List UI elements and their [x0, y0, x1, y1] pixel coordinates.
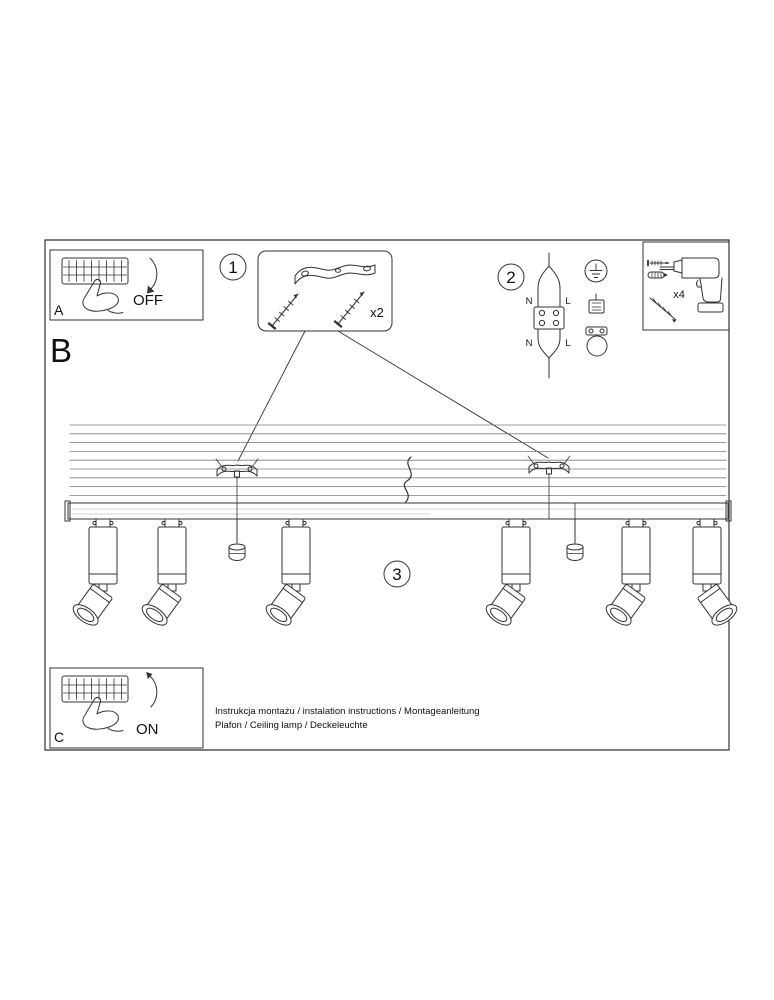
spotlight-icon: [602, 518, 651, 630]
panel-c-label: C: [54, 729, 64, 745]
sheet-border: [44, 239, 730, 751]
ceiling-bracket-icon: [215, 458, 259, 478]
flick-arrow-icon: [146, 672, 158, 708]
step2-number: 2: [506, 268, 515, 287]
earth-ground-icon: [584, 259, 608, 283]
switch-on-label: ON: [136, 721, 159, 738]
panel-a-label: A: [54, 302, 64, 318]
pointer-line-right: [337, 330, 549, 459]
switch-panel-icon: [61, 675, 129, 732]
step2-group: 2 N L N L: [497, 252, 608, 379]
drill-icon: [659, 257, 724, 313]
ceiling-bracket-icon: [527, 455, 571, 475]
tools-box: x4: [642, 241, 730, 331]
step1-circle: [219, 253, 247, 281]
wire-label-n-top: N: [526, 296, 533, 307]
switch-panel-icon: [61, 257, 129, 314]
step1-group: 1 x2: [219, 250, 549, 462]
wire-label-n-bottom: N: [526, 338, 533, 349]
step1-box: [257, 250, 393, 332]
step1-number: 1: [228, 258, 237, 277]
footer-line2: Plafon / Ceiling lamp / Deckeleuchte: [215, 720, 368, 731]
step3-circle: [383, 560, 411, 588]
spotlight-icon: [262, 518, 311, 630]
wall-plug-icon: [647, 271, 665, 279]
wire-label-l-top: L: [565, 296, 570, 307]
footer-line1: Instrukcja montażu / instalation instruc…: [215, 706, 480, 717]
pointer-line-left: [237, 330, 306, 462]
wire-label-l-bottom: L: [565, 338, 570, 349]
flick-arrow-icon: [147, 257, 158, 294]
spotlight-icon: [692, 518, 741, 630]
drill-bit-icon: [649, 297, 677, 323]
power-cable-icon: [537, 252, 561, 379]
spotlight-icon: [482, 518, 531, 630]
step2-circle: [497, 263, 525, 291]
screw-plug-icon: [647, 259, 670, 279]
panel-c-box: C ON: [49, 667, 204, 749]
switch-off-label: OFF: [133, 292, 163, 309]
screws-quantity: x4: [673, 289, 685, 301]
track-bar: [64, 500, 732, 522]
terminal-block-icon: [533, 306, 565, 330]
step3-number: 3: [392, 565, 401, 584]
panel-a-box: A OFF: [49, 249, 204, 321]
spotlight-icon: [138, 518, 187, 630]
spotlight-icon: [69, 518, 118, 630]
mounting-bracket-icon: [294, 264, 376, 285]
cable-connector-icon: [588, 293, 605, 314]
ceiling-hatch: [69, 424, 727, 496]
screw-icon: [333, 290, 366, 328]
bulb-icon: [228, 518, 246, 561]
bulb-icon: [566, 518, 584, 561]
power-cord-icon: [403, 456, 412, 504]
section-b-label: B: [50, 332, 72, 369]
cable-clamp-icon: [585, 326, 608, 357]
bracket-quantity: x2: [370, 305, 384, 320]
screw-icon: [267, 292, 300, 330]
